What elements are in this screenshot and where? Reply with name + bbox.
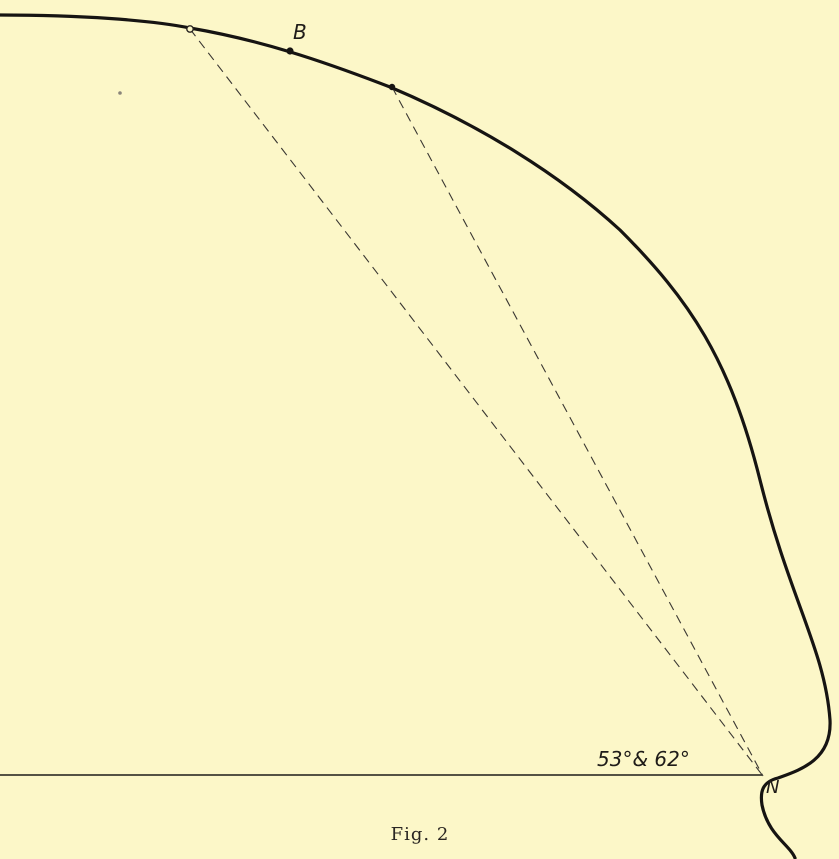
point-right-marker: [388, 83, 396, 91]
dashed-line-outer: [189, 28, 764, 777]
point-b-marker: [286, 47, 294, 55]
point-n-label: N: [766, 777, 779, 798]
point-b-label: B: [293, 20, 307, 44]
curve-outline: [0, 13, 832, 859]
paper-speck: [118, 91, 122, 95]
point-left-marker: [186, 25, 194, 33]
dashed-line-inner: [391, 86, 764, 777]
figure-caption: Fig. 2: [391, 824, 450, 845]
angle-label: 53°& 62°: [597, 747, 690, 771]
